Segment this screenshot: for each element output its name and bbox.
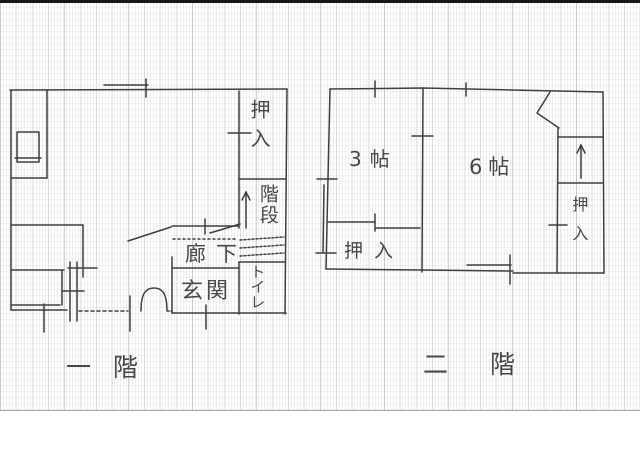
f2-right-column-walls	[536, 91, 604, 274]
f1-door-swing-line	[127, 226, 172, 242]
floorplan-floor1	[9, 78, 288, 333]
f2-wall-left-double	[322, 184, 325, 253]
room-label-closet-f1: 押入	[247, 99, 271, 157]
floor2-title: 二階	[423, 350, 558, 379]
room-label-closet-lower-f2: 押入	[344, 240, 405, 262]
room-label-toilet-f1: トイレ	[248, 264, 267, 309]
f1-hallway-walls	[127, 218, 240, 314]
floorplan-floor2	[315, 80, 605, 285]
f1-sliding-door-mark	[62, 261, 85, 322]
floor1-title: 一階	[66, 353, 161, 382]
f1-wall-bottom	[10, 295, 287, 333]
f1-wall-right	[284, 88, 288, 315]
graph-paper	[0, 3, 640, 411]
room-label-entrance-f1: 玄関	[181, 279, 232, 304]
f1-wall-top	[9, 88, 288, 91]
f1-interior-walls	[10, 224, 98, 306]
entrance-door-arc-icon	[140, 287, 168, 312]
stairs-up-arrow-icon	[241, 191, 251, 229]
room-label-stairs-f1: 階段	[256, 184, 279, 226]
room-label-3mat-f2: 3帖	[349, 147, 398, 171]
f2-wall-middle	[421, 87, 424, 273]
f1-alcove	[10, 89, 48, 179]
f1-right-column-walls	[209, 90, 287, 315]
room-label-hallway-f1: 廊下	[185, 242, 247, 266]
room-label-closet-right-f2: 押入	[569, 196, 589, 254]
f2-closet-lower-walls	[327, 213, 421, 232]
room-label-6mat-f2: 6帖	[469, 155, 516, 179]
f1-window-mark	[103, 78, 149, 98]
scan-edge-top	[0, 0, 640, 3]
f2-door-swing-line	[536, 91, 560, 129]
f1-fixture-box	[16, 131, 40, 163]
stairs-up-arrow-icon	[576, 144, 586, 179]
f2-wall-bottom	[325, 254, 605, 285]
f2-wall-top	[329, 87, 604, 93]
